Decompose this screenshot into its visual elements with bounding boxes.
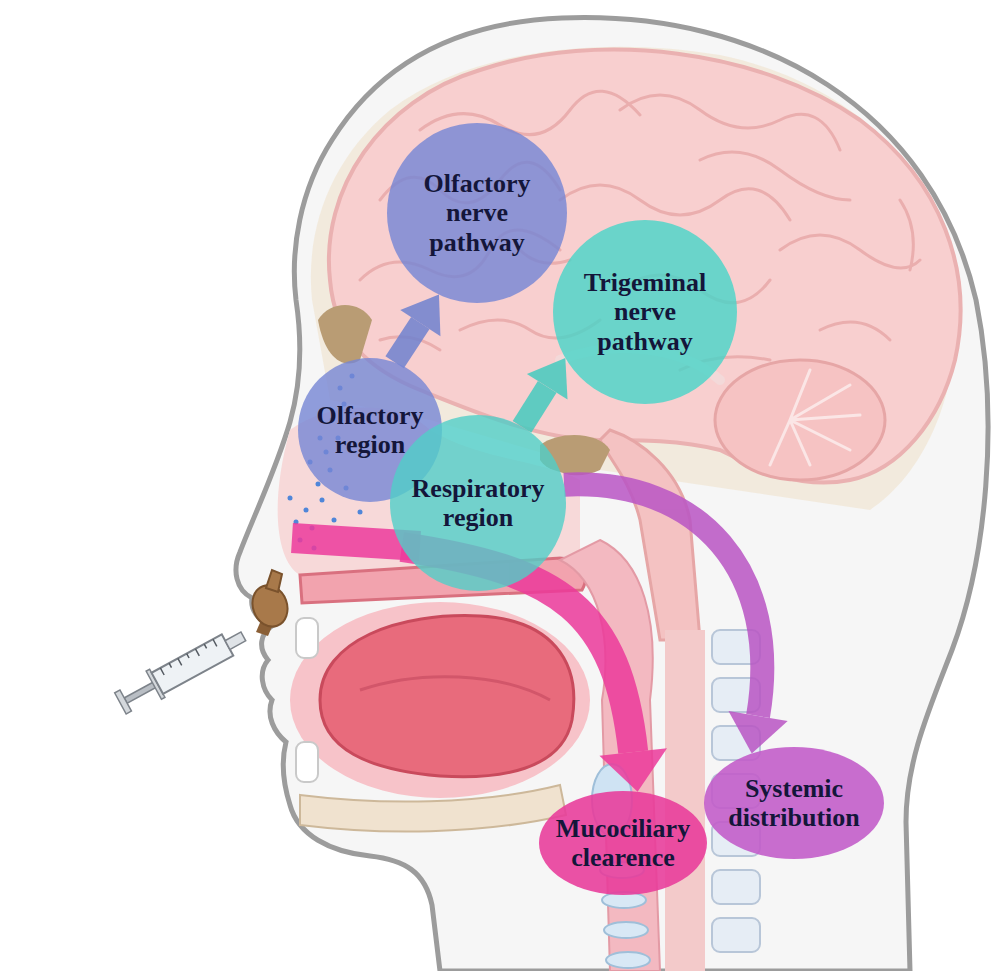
region-circle: Respiratory region: [390, 415, 566, 591]
brain: [780, 235, 920, 268]
outcome-ellipse: Systemic distribution: [704, 747, 884, 859]
brain: [770, 370, 860, 465]
node-outline: [553, 220, 737, 404]
pathway-circle: Olfactory nerve pathway: [387, 123, 567, 303]
mouth: [290, 602, 590, 798]
arrow-shaft: [395, 323, 421, 362]
drug-droplets: [288, 496, 293, 501]
node-outline: [387, 123, 567, 303]
drug-droplets: [358, 510, 363, 515]
node-label: Mucociliary clearence: [548, 814, 698, 872]
arrow-head: [527, 358, 568, 400]
head-silhouette: [236, 18, 988, 971]
flow-arrow: [402, 547, 667, 792]
node-label: Systemic distribution: [714, 774, 874, 832]
mouth: [300, 785, 566, 832]
node-outline: [539, 791, 707, 895]
syringe: [113, 622, 251, 717]
syringe: [152, 634, 234, 693]
drug-droplets: [320, 498, 325, 503]
mouth: [296, 742, 318, 782]
syringe: [225, 632, 246, 649]
drug-droplets: [332, 518, 337, 523]
brain: [620, 95, 840, 150]
pathway-circle: Trigeminal nerve pathway: [553, 220, 737, 404]
node-outline: [390, 415, 566, 591]
brain: [900, 200, 913, 270]
nasal-dropper: [266, 570, 282, 592]
brain: [715, 360, 885, 480]
flow-arrow: [522, 358, 568, 427]
arrow-head: [599, 748, 667, 791]
drug-droplets: [316, 482, 321, 487]
nasal-dropper: [247, 570, 293, 636]
arrow-head: [400, 295, 440, 337]
syringe: [124, 682, 157, 704]
arrow-head: [728, 711, 787, 753]
brain: [560, 185, 790, 220]
syringe: [160, 639, 217, 675]
mouth: [290, 602, 590, 832]
arrow-shaft: [564, 484, 762, 716]
node-label: Trigeminal nerve pathway: [573, 268, 718, 355]
sinus: [318, 305, 372, 364]
spine: [712, 870, 760, 904]
drug-droplets: [304, 508, 309, 513]
spine: [712, 918, 760, 952]
pharynx: [606, 952, 650, 968]
brain: [770, 370, 860, 465]
arrow-shaft: [522, 387, 547, 427]
node-label: Respiratory region: [403, 474, 553, 532]
syringe: [115, 690, 132, 714]
flow-arrow: [395, 295, 441, 363]
brain: [820, 322, 890, 340]
node-label: Olfactory nerve pathway: [412, 169, 542, 256]
mouth: [320, 616, 574, 777]
mouth: [360, 677, 550, 700]
node-outline: [704, 747, 884, 859]
brain: [700, 152, 850, 200]
outcome-ellipse: Mucociliary clearence: [539, 791, 707, 895]
pharynx: [604, 922, 648, 938]
brain: [329, 50, 961, 640]
mouth: [296, 618, 318, 658]
head-silhouette: [236, 18, 988, 971]
